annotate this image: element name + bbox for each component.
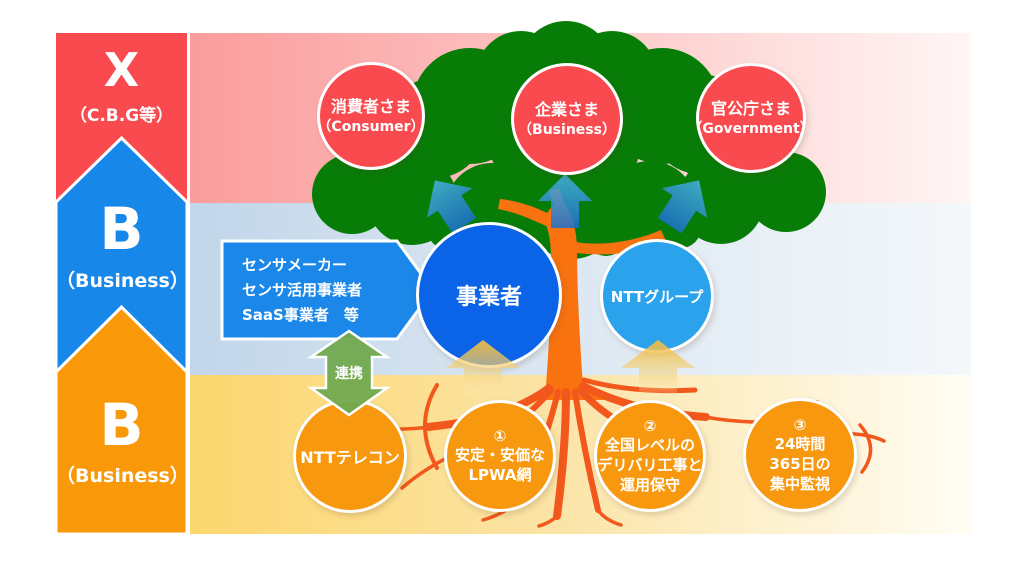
axis-x-label: X bbox=[56, 45, 187, 96]
axis-x-letter: X bbox=[103, 43, 140, 97]
axis-b-mid-sub-text: （Business） bbox=[56, 270, 189, 292]
strength-line: 集中監視 bbox=[769, 475, 830, 494]
axis-b-bottom-label: B bbox=[56, 396, 187, 454]
strength-line: 全国レベルの bbox=[604, 436, 695, 455]
axis-b-bottom-sub-text: （Business） bbox=[56, 465, 189, 487]
operator-label: 事業者 bbox=[455, 285, 522, 310]
axis-x-sub-text: （C.B.G等） bbox=[69, 106, 174, 126]
strength-circle-1: ① 安定・安価な LPWA網 bbox=[444, 400, 556, 512]
strength-number: ③ bbox=[793, 416, 807, 435]
customer-title: 消費者さま bbox=[330, 97, 411, 117]
strength-line: 安定・安価な bbox=[454, 446, 545, 465]
strength-line: デリバリ工事と bbox=[597, 456, 703, 475]
axis-b-mid-label: B bbox=[56, 200, 187, 258]
strength-circle-3: ③ 24時間 365日の 集中監視 bbox=[743, 398, 857, 512]
strength-line: 365日の bbox=[769, 455, 831, 474]
strength-circle-2: ② 全国レベルの デリバリ工事と 運用保守 bbox=[594, 400, 706, 512]
axis-b-bottom-sub: （Business） bbox=[56, 461, 189, 488]
ntt-group-circle: NTTグループ bbox=[600, 239, 714, 353]
axis-b-mid-letter: B bbox=[99, 195, 144, 263]
customer-title: 企業さま bbox=[534, 100, 599, 120]
partner-arrow-text: センサメーカー センサ活用事業者 SaaS事業者 等 bbox=[242, 253, 412, 327]
strength-line: 24時間 bbox=[774, 435, 826, 454]
ntt-group-label: NTTグループ bbox=[610, 287, 704, 306]
customer-title: 官公庁さま bbox=[710, 99, 791, 119]
customer-circle-government: 官公庁さま （Government） bbox=[688, 63, 814, 173]
partner-line: センサメーカー bbox=[242, 256, 348, 274]
customer-sub: （Business） bbox=[518, 121, 616, 138]
partner-line: センサ活用事業者 bbox=[242, 280, 363, 299]
strength-number: ① bbox=[493, 427, 507, 446]
operator-circle: 事業者 bbox=[416, 222, 562, 368]
partner-arrow-shape bbox=[220, 239, 435, 341]
customer-circle-consumer: 消費者さま （Consumer） bbox=[317, 62, 425, 170]
partner-line: SaaS事業者 等 bbox=[242, 305, 359, 324]
strength-number: ② bbox=[643, 417, 657, 436]
strength-line: LPWA網 bbox=[468, 466, 532, 485]
axis-b-bottom-chevron bbox=[54, 304, 189, 536]
customer-circle-business: 企業さま （Business） bbox=[511, 63, 623, 175]
axis-x-sub: （C.B.G等） bbox=[56, 101, 187, 126]
axis-b-mid-sub: （Business） bbox=[56, 266, 189, 293]
customer-sub: （Consumer） bbox=[317, 118, 425, 135]
axis-b-bottom-letter: B bbox=[99, 391, 144, 459]
strength-line: 運用保守 bbox=[619, 476, 680, 495]
customer-sub: （Government） bbox=[688, 120, 814, 137]
ntt-telecon-label: NTTテレコン bbox=[300, 448, 400, 467]
ntt-telecon-circle: NTTテレコン bbox=[293, 399, 407, 513]
link-label: 連携 bbox=[335, 366, 363, 382]
